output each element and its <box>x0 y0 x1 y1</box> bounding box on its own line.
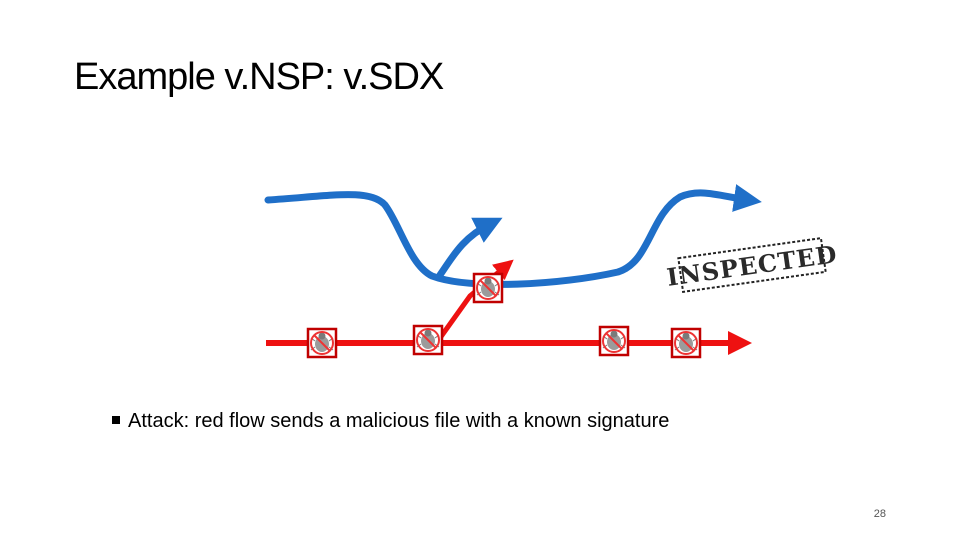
bug-icon <box>412 324 444 356</box>
stamp-text: INSPECTED <box>665 239 839 292</box>
bug-icon <box>598 325 630 357</box>
bullet-item: Attack: red flow sends a malicious file … <box>112 410 669 433</box>
bug-icon <box>670 327 702 359</box>
blue-flow-branch <box>436 217 503 279</box>
bug-icon <box>472 272 504 304</box>
inspected-stamp: INSPECTED <box>665 237 839 293</box>
bullet-text: Attack: red flow sends a malicious file … <box>128 410 670 432</box>
page-number: 28 <box>873 508 886 520</box>
slide-title: Example v.NSP: v.SDX <box>74 56 444 98</box>
bullet-square-icon <box>112 415 120 424</box>
bug-icon <box>306 327 338 359</box>
